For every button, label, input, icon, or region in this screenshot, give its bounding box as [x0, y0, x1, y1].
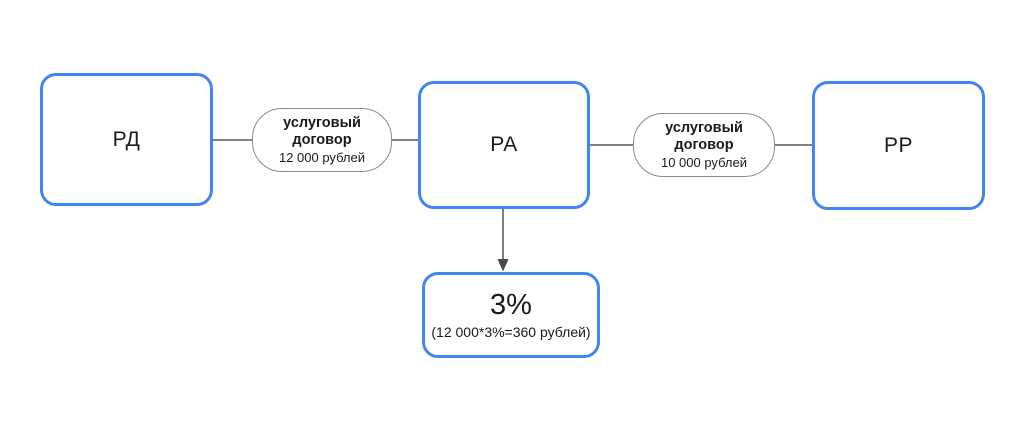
edge-label-ra-rr-title: услуговый договор	[665, 119, 743, 153]
node-rd-label: РД	[112, 127, 141, 151]
node-rr-label: РР	[883, 133, 913, 157]
edge-label-ra-rr-amount: 10 000 рублей	[660, 155, 748, 171]
edge-label-rd-ra-title: услуговый договор	[283, 114, 361, 148]
edge-label-ra-rr: услуговый договор 10 000 рублей	[633, 113, 775, 177]
node-commission: 3% (12 000*3%=360 рублей)	[422, 272, 600, 358]
node-rr: РР	[812, 81, 985, 210]
node-commission-formula: (12 000*3%=360 рублей)	[431, 324, 591, 341]
node-commission-title: 3%	[490, 288, 532, 321]
node-ra-label: РА	[490, 133, 518, 156]
node-rd: РД	[40, 73, 213, 206]
edge-label-rd-ra: услуговый договор 12 000 рублей	[252, 108, 392, 172]
arrow-down-icon	[497, 259, 509, 272]
node-ra: РА	[418, 81, 590, 209]
edge-label-rd-ra-amount: 12 000 рублей	[278, 150, 366, 166]
